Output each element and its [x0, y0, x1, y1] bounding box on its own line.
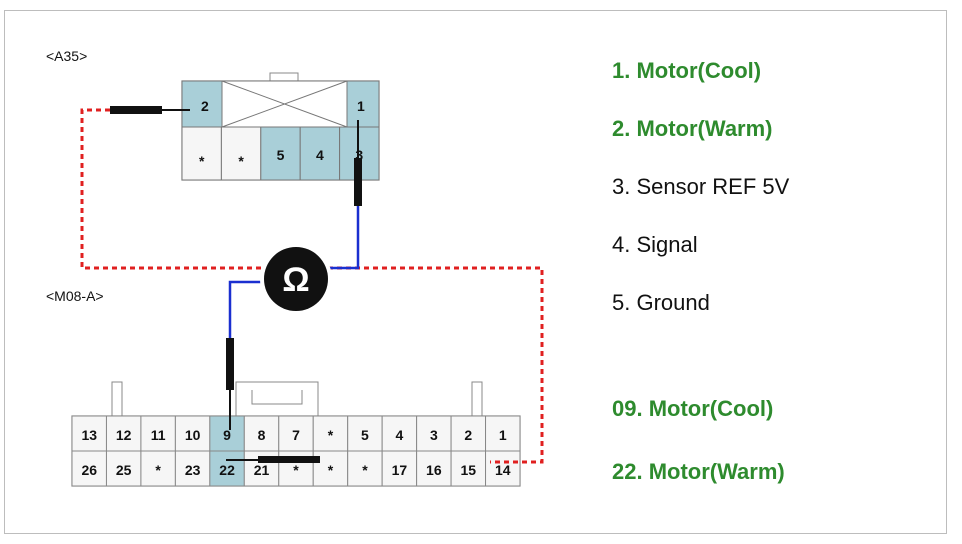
- m08a-pin-label: 12: [116, 427, 132, 443]
- probe-tip-m08a-pin22: [258, 456, 320, 463]
- m08a-pin-cell: [174, 415, 211, 452]
- m08a-pin-label: 9: [223, 427, 231, 443]
- ohmmeter: Ω: [260, 243, 332, 315]
- m08a-pin-label: 14: [495, 462, 511, 478]
- a35-pin-1-label: 1: [357, 98, 365, 114]
- m08a-pin-cell: [209, 450, 245, 487]
- m08a-pin-cell: [140, 450, 176, 487]
- legend-item: 3. Sensor REF 5V: [612, 174, 790, 199]
- a35-pin-label: 3: [355, 147, 363, 163]
- m08a-right-tab: [471, 381, 483, 417]
- m08a-pin-label: 10: [185, 427, 201, 443]
- m08a-pin-label: 13: [81, 427, 97, 443]
- m08a-pin-label: *: [293, 462, 299, 478]
- a35-pin-label: *: [199, 153, 205, 169]
- a35-pin-cell: [260, 126, 301, 181]
- m08a-pin-label: 7: [292, 427, 300, 443]
- probe-tip-a35-pin2: [110, 106, 162, 114]
- m08a-pin-label: 3: [430, 427, 438, 443]
- m08a-pin-label: 11: [151, 427, 166, 443]
- m08a-pin-label: 17: [392, 462, 408, 478]
- a35-connector-label: <A35>: [46, 48, 88, 64]
- m08a-pin-label: *: [328, 427, 334, 443]
- m08a-pin-label: 21: [254, 462, 270, 478]
- m08a-connector-label: <M08-A>: [46, 288, 104, 304]
- a35-pin-label: 4: [316, 147, 324, 163]
- m08a-pin-cell: [485, 415, 521, 452]
- a35-pin-label: *: [238, 153, 244, 169]
- m08a-pin-label: 2: [464, 427, 472, 443]
- m08a-pin-label: 25: [116, 462, 132, 478]
- legend-item: 22. Motor(Warm): [612, 459, 785, 484]
- m08a-left-tab: [111, 381, 123, 417]
- m08a-pin-label: 1: [499, 427, 507, 443]
- a35-pin-1: [346, 80, 380, 128]
- ohmmeter-body: [264, 247, 328, 311]
- m08a-pin-label: 8: [258, 427, 266, 443]
- ohm-symbol-icon: Ω: [282, 261, 309, 299]
- m08a-pin-label: *: [155, 462, 161, 478]
- a35-pin-2: [181, 80, 223, 128]
- m08a-pin-cell: [243, 415, 280, 452]
- legend-item: 09. Motor(Cool): [612, 396, 774, 421]
- blue-probe-wire: [228, 200, 360, 340]
- m08a-pin-cell: [105, 450, 142, 487]
- probe-tip-m08a-pin9: [226, 338, 234, 390]
- m08a-pin-label: *: [362, 462, 368, 478]
- m08a-pin-cell: [450, 415, 487, 452]
- m08a-pin-cell: [416, 450, 452, 487]
- m08a-pin-cell: [347, 415, 383, 452]
- legend-item: 5. Ground: [612, 290, 710, 315]
- m08a-pin-cell: [140, 415, 176, 452]
- connector-a35: * * 5 4 3 2 1: [181, 72, 380, 181]
- m08a-pin-label: 22: [219, 462, 235, 478]
- m08a-pin-label: *: [328, 462, 334, 478]
- a35-pin-label: 5: [277, 147, 285, 163]
- m08a-pin-label: 4: [395, 427, 403, 443]
- m08a-pin-label: 26: [81, 462, 97, 478]
- m08a-pin-label: 5: [361, 427, 369, 443]
- m08a-pin-cell: [485, 450, 521, 487]
- m08a-pin-cell: [174, 450, 211, 487]
- probe-tip-a35-pin1: [354, 158, 362, 206]
- a35-pin-cell: [181, 126, 222, 181]
- m08a-pin-label: 16: [426, 462, 442, 478]
- m08a-latch: [235, 381, 319, 417]
- a35-blank-cross-2: [221, 80, 348, 128]
- diagram-frame: [4, 10, 947, 534]
- legend-item: 4. Signal: [612, 232, 698, 257]
- m08a-pin-cell: [416, 415, 452, 452]
- m08a-pin-label: 23: [185, 462, 201, 478]
- m08a-pin-cell: [105, 415, 142, 452]
- a35-pin-2-label: 2: [201, 98, 209, 114]
- legend-item: 2. Motor(Warm): [612, 116, 773, 141]
- legend-item: 1. Motor(Cool): [612, 58, 762, 83]
- m08a-pin-label: 15: [461, 462, 477, 478]
